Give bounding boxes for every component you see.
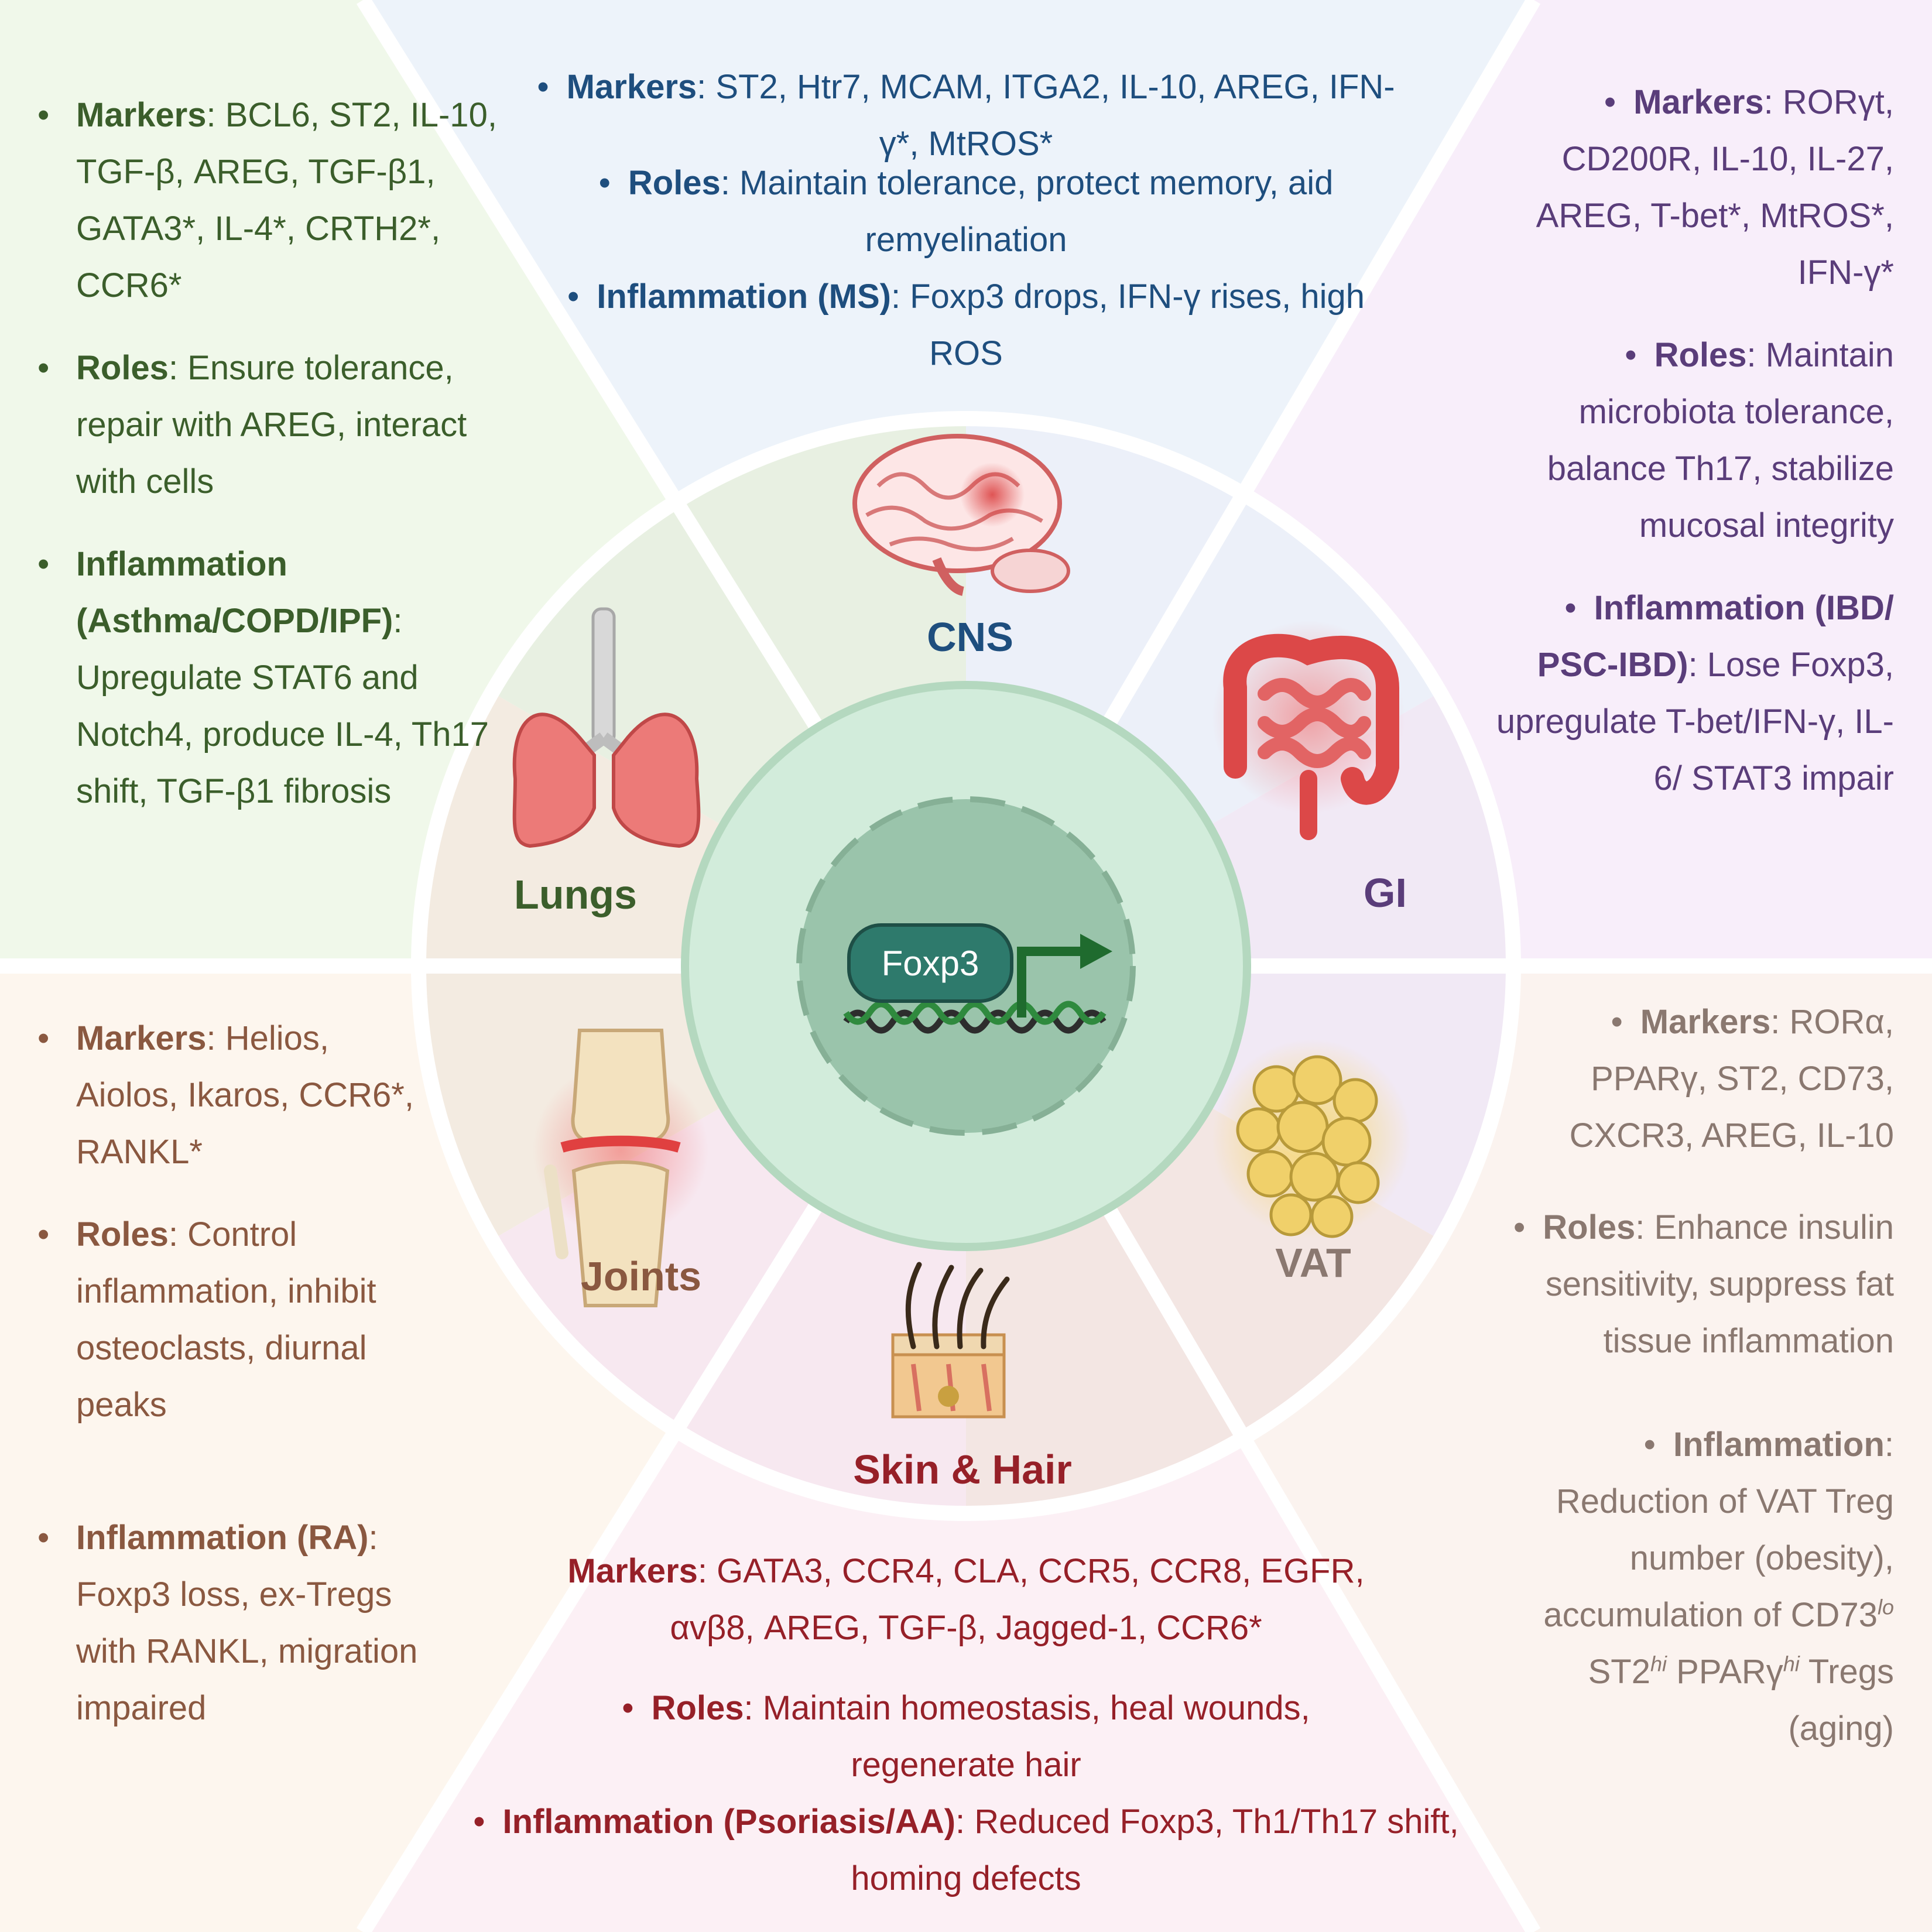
vat-markers-item: Markers: RORα, PPARγ, ST2, CD73, CXCR3, … [1487, 994, 1894, 1164]
dna-icon [843, 1001, 1107, 1034]
skin-text-panel: Markers: GATA3, CCR4, CLA, CCR5, CCR8, E… [457, 1543, 1475, 1907]
cns-inflammation-item: Inflammation (MS): Foxp3 drops, IFN-γ ri… [527, 268, 1405, 382]
promoter-arrow-icon [1017, 934, 1112, 1018]
gi-text-panel: Markers: RORγt, CD200R, IL-10, IL-27, AR… [1496, 74, 1894, 833]
cns-text-panel: Markers: ST2, Htr7, MCAM, ITGA2, IL-10, … [527, 59, 1405, 382]
vat-roles-item: Roles: Enhance insulin sensitivity, supp… [1487, 1199, 1894, 1369]
organ-label-gi: GI [1364, 870, 1407, 916]
organ-label-vat: VAT [1275, 1240, 1351, 1286]
adipocytes-icon [1212, 1039, 1411, 1238]
vat-text-panel: Markers: RORα, PPARγ, ST2, CD73, CXCR3, … [1487, 994, 1894, 1783]
joints-inflammation-item: Inflammation (RA): Foxp3 loss, ex-Tregs … [35, 1509, 433, 1736]
joint-icon [533, 1029, 708, 1307]
gi-roles-item: Roles: Maintain microbiota tolerance, ba… [1496, 327, 1894, 554]
cns-markers-item: Markers: ST2, Htr7, MCAM, ITGA2, IL-10, … [527, 59, 1405, 172]
joints-roles-item: Roles: Control inflammation, inhibit ost… [35, 1206, 433, 1433]
lungs-markers-item: Markers: BCL6, ST2, IL-10, TGF-β, AREG, … [35, 87, 503, 314]
brain-icon [852, 434, 1070, 596]
skin-inflammation-item: Inflammation (Psoriasis/AA): Reduced Fox… [457, 1793, 1475, 1907]
joints-markers-item: Markers: Helios, Aiolos, Ikaros, CCR6*, … [35, 1010, 433, 1180]
vat-inflammation-item: Inflammation: Reduction of VAT Treg numb… [1487, 1416, 1894, 1757]
gi-inflammation-item: Inflammation (IBD/ PSC-IBD): Lose Foxp3,… [1496, 580, 1894, 807]
foxp3-label: Foxp3 [882, 944, 979, 983]
joints-text-panel: Markers: Helios, Aiolos, Ikaros, CCR6*, … [35, 1010, 433, 1762]
foxp3-gene-box [847, 923, 1013, 1003]
gi-markers-item: Markers: RORγt, CD200R, IL-10, IL-27, AR… [1496, 74, 1894, 301]
lungs-roles-item: Roles: Ensure tolerance, repair with ARE… [35, 340, 503, 510]
organ-label-joints: Joints [580, 1253, 702, 1299]
organ-label-lungs: Lungs [514, 872, 637, 917]
cns-roles-item: Roles: Maintain tolerance, protect memor… [527, 155, 1405, 268]
lungs-inflammation-item: Inflammation (Asthma/COPD/IPF): Upregula… [35, 536, 503, 820]
lungs-icon [512, 607, 701, 848]
intestine-icon [1212, 621, 1405, 840]
organ-label-cns: CNS [927, 614, 1013, 660]
organ-label-skin: Skin & Hair [853, 1447, 1072, 1492]
skin-roles-item: Roles: Maintain homeostasis, heal wounds… [457, 1680, 1475, 1793]
lungs-text-panel: Markers: BCL6, ST2, IL-10, TGF-β, AREG, … [35, 87, 503, 845]
skin-markers-item: Markers: GATA3, CCR4, CLA, CCR5, CCR8, E… [567, 1552, 1365, 1647]
skin-hair-icon [891, 1262, 1010, 1419]
